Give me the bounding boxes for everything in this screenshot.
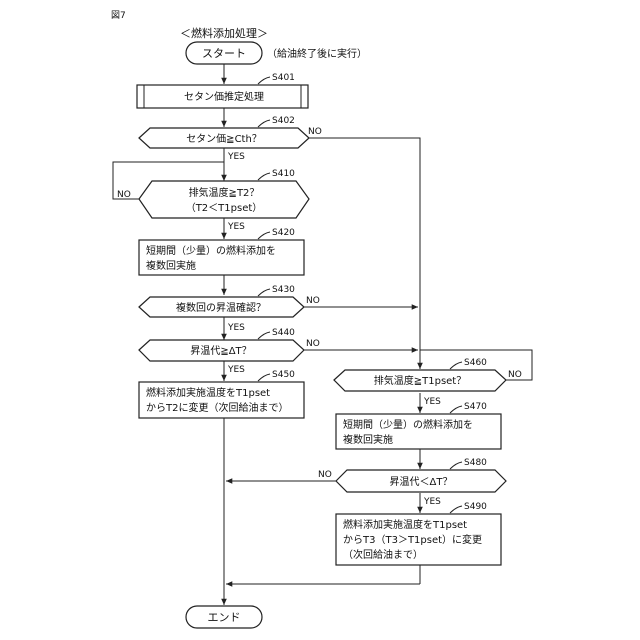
- start-label: スタート: [202, 47, 246, 60]
- s460-text: 排気温度≧T1pset？: [374, 374, 466, 387]
- s420-id: S420: [272, 228, 295, 238]
- start-note: （給油終了後に実行）: [267, 47, 367, 60]
- step-s470: 短期間（少量）の燃料添加を 複数回実施: [336, 414, 501, 449]
- start-terminal: スタート: [186, 42, 262, 64]
- s440-id: S440: [272, 328, 295, 338]
- s460-no: NO: [508, 370, 522, 380]
- s480-no: NO: [318, 470, 332, 480]
- flowchart-title: ＜燃料添加処理＞: [180, 26, 268, 40]
- step-s490: 燃料添加実施温度をT1pset からT3（T3＞T1pset）に変更 （次回給油…: [336, 514, 501, 565]
- step-s401: セタン価推定処理: [137, 85, 308, 108]
- s410-yes: YES: [227, 222, 245, 232]
- step-s410: 排気温度≧T2？ （T2＜T1pset）: [139, 181, 309, 218]
- s401-id: S401: [272, 73, 295, 83]
- s490-id: S490: [464, 502, 487, 512]
- s440-no: NO: [306, 339, 320, 349]
- s402-text: セタン価≧Cth？: [186, 132, 262, 145]
- s460-yes: YES: [423, 397, 441, 407]
- s420-line2: 複数回実施: [146, 259, 196, 272]
- s401-text: セタン価推定処理: [184, 90, 264, 103]
- s430-no: NO: [306, 296, 320, 306]
- s490-line2: からT3（T3＞T1pset）に変更: [343, 533, 482, 546]
- step-s440: 昇温代≧ΔT？: [139, 340, 304, 361]
- end-terminal: エンド: [186, 606, 262, 628]
- step-s450: 燃料添加実施温度をT1pset からT2に変更（次回給油まで）: [139, 382, 304, 418]
- s420-line1: 短期間（少量）の燃料添加を: [146, 244, 276, 257]
- step-s460: 排気温度≧T1pset？: [334, 370, 506, 391]
- s440-text: 昇温代≧ΔT？: [190, 345, 251, 357]
- s430-text: 複数回の昇温確認？: [176, 301, 266, 314]
- s410-line1: 排気温度≧T2？: [189, 186, 260, 199]
- figure-label: 図7: [111, 10, 126, 21]
- s480-id: S480: [464, 458, 487, 468]
- s450-id: S450: [272, 370, 295, 380]
- s470-line1: 短期間（少量）の燃料添加を: [343, 418, 473, 431]
- step-s430: 複数回の昇温確認？: [139, 297, 304, 317]
- step-s480: 昇温代＜ΔT？: [336, 470, 506, 492]
- s460-id: S460: [464, 358, 487, 368]
- step-s402: セタン価≧Cth？: [139, 128, 309, 148]
- s450-line1: 燃料添加実施温度をT1pset: [146, 386, 270, 399]
- s470-id: S470: [464, 402, 487, 412]
- s410-line2: （T2＜T1pset）: [186, 202, 263, 214]
- s450-line2: からT2に変更（次回給油まで）: [146, 401, 288, 414]
- s480-yes: YES: [423, 497, 441, 507]
- s430-id: S430: [272, 285, 295, 295]
- s410-no: NO: [117, 190, 131, 200]
- step-s420: 短期間（少量）の燃料添加を 複数回実施: [139, 240, 304, 275]
- s402-yes: YES: [227, 152, 245, 162]
- s470-line2: 複数回実施: [343, 433, 393, 446]
- s440-yes: YES: [227, 365, 245, 375]
- s402-id: S402: [272, 116, 295, 126]
- s490-line1: 燃料添加実施温度をT1pset: [343, 518, 467, 531]
- s410-id: S410: [272, 169, 295, 179]
- s490-line3: （次回給油まで）: [343, 548, 423, 561]
- end-label: エンド: [208, 611, 241, 624]
- s430-yes: YES: [227, 323, 245, 333]
- s402-no: NO: [308, 127, 322, 137]
- s480-text: 昇温代＜ΔT？: [390, 476, 453, 488]
